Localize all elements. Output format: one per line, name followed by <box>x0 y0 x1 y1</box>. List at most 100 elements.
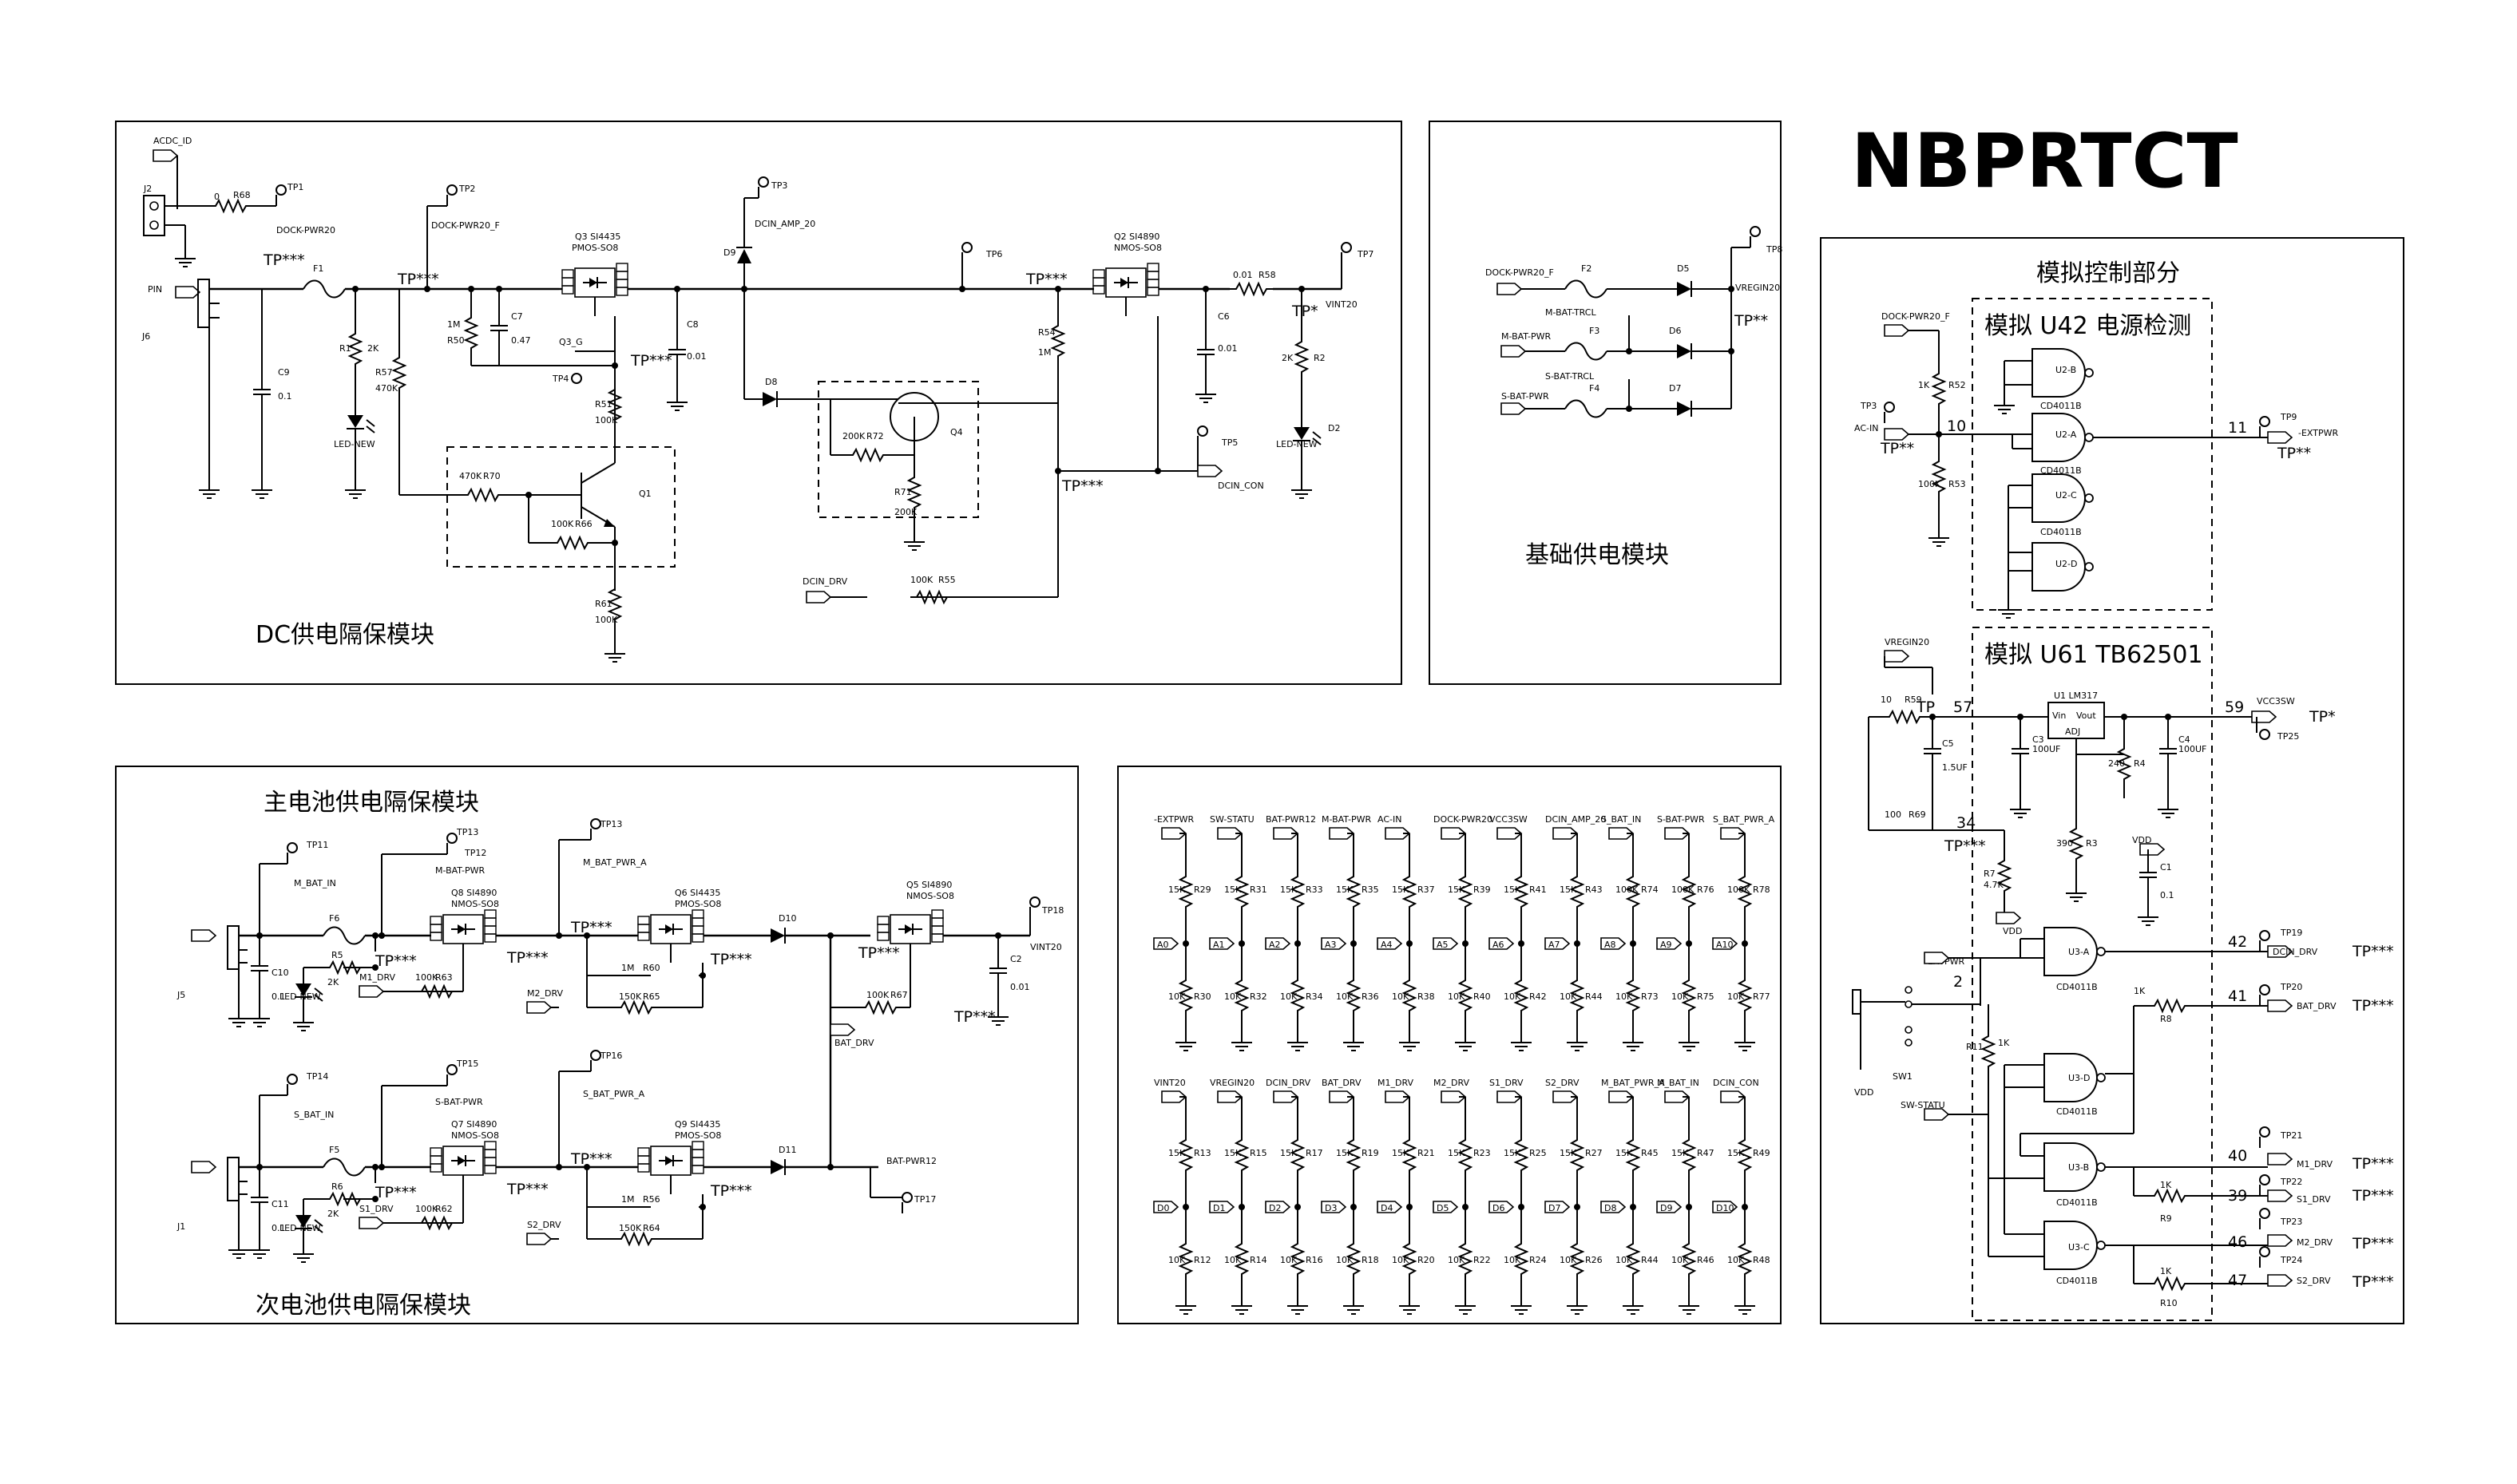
divider-r1-label: R15 <box>1250 1148 1267 1158</box>
svg-text:R50: R50 <box>447 335 465 346</box>
svg-text:1M: 1M <box>447 319 461 330</box>
svg-text:R59: R59 <box>1905 695 1922 705</box>
q1-box <box>446 446 676 568</box>
divider-net-label: S_BAT_IN <box>1601 814 1641 825</box>
divider-r2-label: R16 <box>1306 1255 1323 1265</box>
svg-text:R10: R10 <box>2160 1298 2178 1308</box>
divider-node <box>1686 1204 1692 1210</box>
divider-r2-label: R77 <box>1753 991 1770 1002</box>
svg-text:R9: R9 <box>2160 1213 2172 1224</box>
svg-text:S-BAT-PWR: S-BAT-PWR <box>435 1097 483 1107</box>
divider-node <box>1574 1204 1580 1210</box>
svg-text:TP***: TP*** <box>710 951 752 968</box>
svg-text:D10: D10 <box>779 913 796 924</box>
svg-text:Q6 SI4435: Q6 SI4435 <box>675 888 720 898</box>
svg-text:TP***: TP*** <box>570 1150 612 1168</box>
divider-r2-label: R48 <box>1753 1255 1770 1265</box>
svg-text:TP8: TP8 <box>1766 244 1782 255</box>
svg-text:M2_DRV: M2_DRV <box>2297 1237 2333 1248</box>
divider-r1-value: 15K <box>1504 1148 1521 1158</box>
divider-r2-value: 10K <box>1727 1255 1745 1265</box>
dc-section: DC供电隔保模块 ACDC_ID J2 0 R68 TP1 DOCK-PWR20… <box>141 136 1373 663</box>
svg-text:0.01: 0.01 <box>687 351 707 362</box>
svg-text:R54: R54 <box>1038 327 1056 338</box>
divider-r1-label: R74 <box>1641 884 1659 895</box>
svg-text:DCIN_DRV: DCIN_DRV <box>2273 947 2318 957</box>
divider-r2-label: R18 <box>1362 1255 1379 1265</box>
dc-panel <box>115 121 1402 685</box>
svg-text:TP4: TP4 <box>552 374 569 384</box>
svg-text:R11: R11 <box>1966 1042 1984 1052</box>
divider-r1-label: R45 <box>1641 1148 1659 1158</box>
svg-text:CD4011B: CD4011B <box>2056 1106 2098 1117</box>
svg-text:C5: C5 <box>1942 738 1954 749</box>
svg-text:C1: C1 <box>2160 862 2172 873</box>
svg-text:S1_DRV: S1_DRV <box>359 1204 394 1214</box>
divider-adc-label: D2 <box>1269 1203 1281 1213</box>
svg-text:TP***: TP*** <box>570 919 612 936</box>
svg-text:TP*: TP* <box>2309 708 2336 726</box>
svg-text:C8: C8 <box>687 319 699 330</box>
divider-net-label: S-BAT-PWR <box>1657 814 1705 825</box>
svg-text:TP***: TP*** <box>630 352 672 370</box>
divider-r1-value: 15K <box>1168 1148 1186 1158</box>
base-section: 基础供电模块 DOCK-PWR20_F F2 D5 VREGIN20 TP8 T… <box>1485 226 1782 569</box>
divider-r2-label: R20 <box>1417 1255 1435 1265</box>
svg-text:R71: R71 <box>894 487 912 497</box>
svg-text:VREGIN20: VREGIN20 <box>1735 283 1780 293</box>
svg-text:47: 47 <box>2228 1272 2247 1289</box>
svg-text:TP20: TP20 <box>2280 982 2302 992</box>
svg-text:10: 10 <box>1947 417 1966 435</box>
svg-text:Q9 SI4435: Q9 SI4435 <box>675 1119 720 1130</box>
svg-text:TP***: TP*** <box>710 1182 752 1200</box>
divider-r1-label: R33 <box>1306 884 1323 895</box>
divider-r1-value: 15K <box>1392 1148 1409 1158</box>
divider-r2-value: 10K <box>1504 991 1521 1002</box>
svg-text:100K: 100K <box>595 615 618 625</box>
svg-text:TP***: TP*** <box>397 271 439 288</box>
svg-text:AC-IN: AC-IN <box>1854 423 1878 433</box>
svg-text:S_BAT_IN: S_BAT_IN <box>294 1110 334 1120</box>
svg-text:DCIN_AMP_20: DCIN_AMP_20 <box>755 219 815 229</box>
divider-node <box>1742 940 1748 947</box>
divider-r1-value: 15K <box>1336 1148 1354 1158</box>
svg-text:R63: R63 <box>435 972 453 983</box>
r68-label: R68 <box>233 190 251 200</box>
svg-text:R53: R53 <box>1948 479 1966 489</box>
svg-text:DOCK-PWR20_F: DOCK-PWR20_F <box>1881 311 1950 322</box>
svg-text:F6: F6 <box>329 913 339 924</box>
svg-text:1K: 1K <box>2160 1180 2172 1190</box>
divider-net-label: VREGIN20 <box>1210 1078 1255 1088</box>
divider-adc-label: D5 <box>1437 1203 1449 1213</box>
svg-text:2K: 2K <box>327 977 339 987</box>
divider-net-label: VINT20 <box>1154 1078 1186 1088</box>
svg-text:11: 11 <box>2228 419 2247 437</box>
divider-node <box>1462 1204 1469 1210</box>
divider-r2-label: R12 <box>1194 1255 1211 1265</box>
divider-r1-value: 15K <box>1560 884 1577 895</box>
svg-text:CD4011B: CD4011B <box>2056 982 2098 992</box>
divider-r1-label: R39 <box>1473 884 1491 895</box>
sw1-switch[interactable] <box>1852 989 1861 1015</box>
divider-r1-value: 100K <box>1727 884 1750 895</box>
divider-r2-value: 10K <box>1448 991 1465 1002</box>
svg-text:Q1: Q1 <box>639 489 652 499</box>
svg-text:R62: R62 <box>435 1204 453 1214</box>
divider-r1-value: 100K <box>1615 884 1639 895</box>
svg-text:F2: F2 <box>1581 263 1591 274</box>
divider-r2-label: R14 <box>1250 1255 1267 1265</box>
svg-text:M1_DRV: M1_DRV <box>2297 1159 2333 1169</box>
divider-adc-label: D9 <box>1660 1203 1672 1213</box>
svg-text:F5: F5 <box>329 1145 339 1155</box>
svg-text:100UF: 100UF <box>2178 744 2206 754</box>
svg-text:M_BAT_PWR_A: M_BAT_PWR_A <box>583 857 647 868</box>
svg-text:TP***: TP*** <box>263 251 305 269</box>
svg-text:J1: J1 <box>176 1221 185 1232</box>
svg-text:2K: 2K <box>327 1209 339 1219</box>
svg-text:40: 40 <box>2228 1147 2247 1165</box>
divider-r1-value: 15K <box>1224 1148 1242 1158</box>
main-battery-row: PINJ5C100.1TP11M_BAT_INF6R52KLED-NEWTP**… <box>176 818 1064 1214</box>
svg-text:F3: F3 <box>1589 326 1599 336</box>
svg-text:DCIN_CON: DCIN_CON <box>1218 481 1264 491</box>
svg-text:C2: C2 <box>1010 954 1022 964</box>
